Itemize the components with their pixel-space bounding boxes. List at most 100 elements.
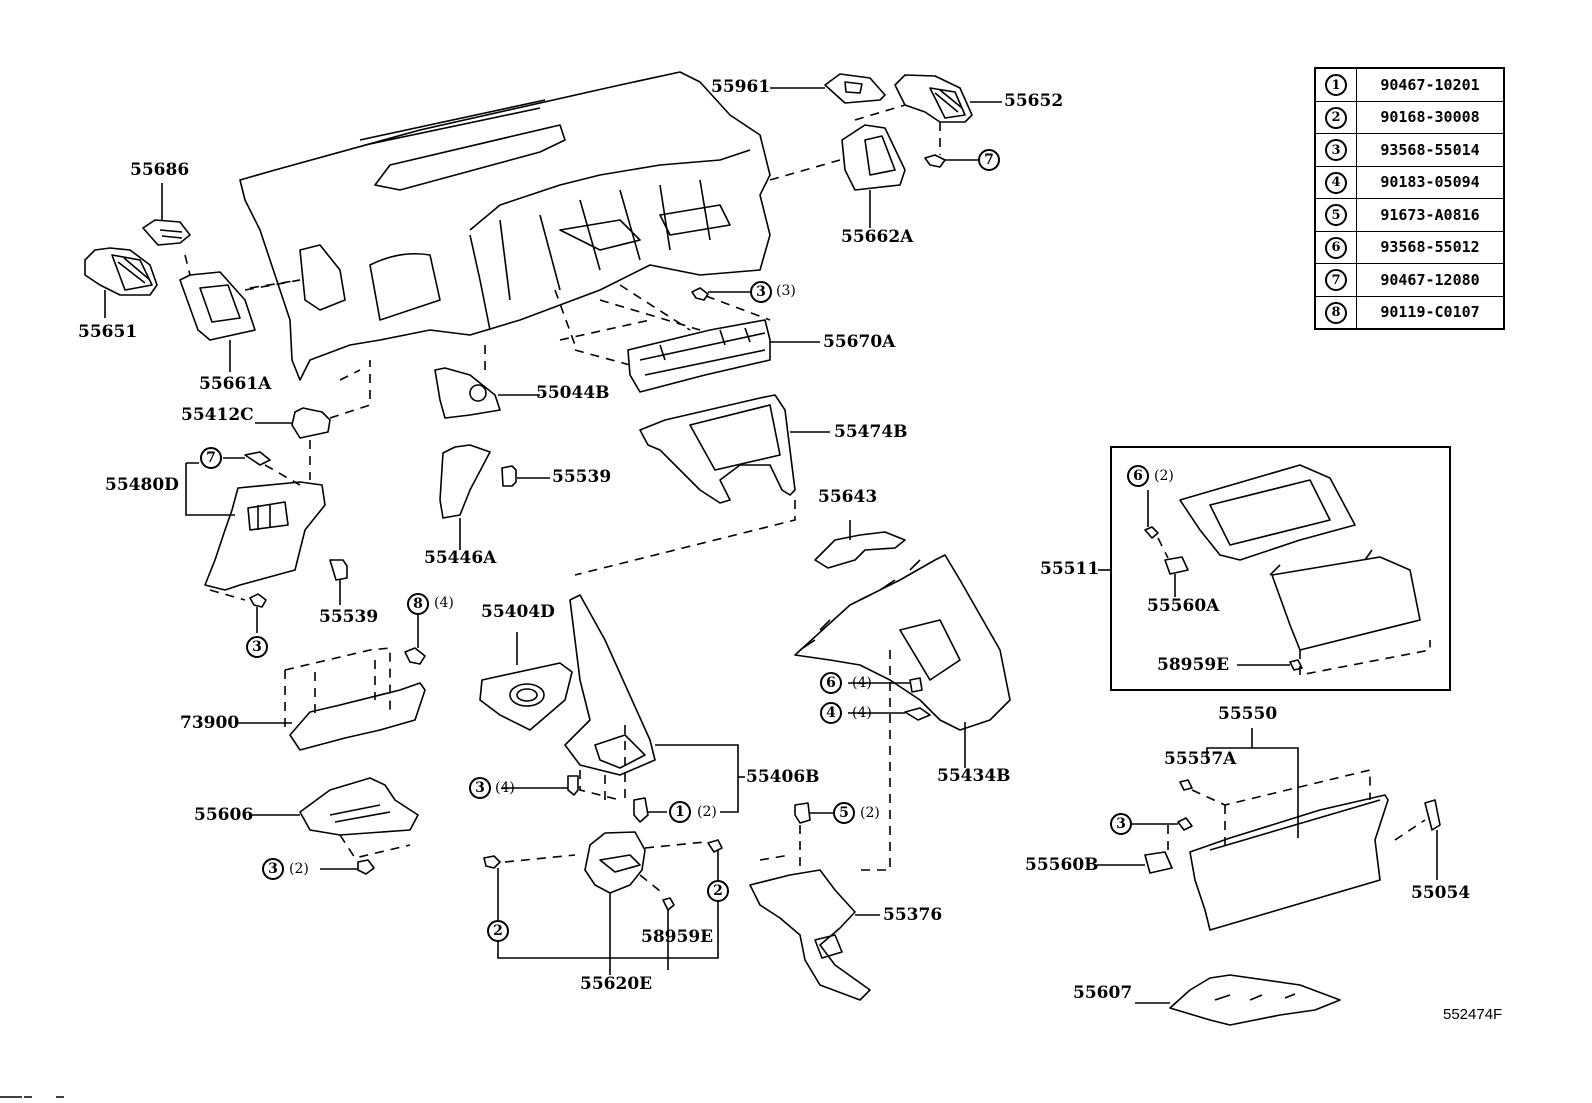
legend-part-number: 90467-10201 <box>1356 67 1505 102</box>
callout-6-mid-qty: (4) <box>852 675 872 691</box>
callout-3-mid-qty: (4) <box>495 780 515 796</box>
callout-3-bot-qty: (2) <box>289 861 309 877</box>
label-55446A: 55446A <box>424 548 497 568</box>
label-55406B: 55406B <box>746 767 820 787</box>
label-55376: 55376 <box>883 905 943 925</box>
legend-part-number: 90119-C0107 <box>1356 295 1505 330</box>
callout-1: 1 <box>669 801 691 823</box>
label-55474B: 55474B <box>834 422 908 442</box>
legend-callout-number: 5 <box>1325 204 1347 226</box>
label-55412C: 55412C <box>181 405 254 425</box>
callout-3-top: 3 <box>750 281 772 303</box>
legend-callout-number: 6 <box>1325 236 1347 259</box>
callout-3-left: 3 <box>246 636 268 658</box>
label-55434B: 55434B <box>937 766 1011 786</box>
part-55550-drawing <box>1097 728 1441 931</box>
callout-6-mid: 6 <box>820 672 842 694</box>
label-55539-b: 55539 <box>319 607 379 627</box>
label-55539-a: 55539 <box>552 467 612 487</box>
label-55480D: 55480D <box>105 475 179 495</box>
callout-2-right: 2 <box>707 880 729 902</box>
label-73900: 73900 <box>180 713 240 733</box>
part-55620E-drawing <box>483 831 723 975</box>
label-55607: 55607 <box>1073 983 1133 1003</box>
part-55446A-drawing <box>439 444 491 519</box>
label-58959E-a: 58959E <box>1157 655 1230 675</box>
callout-3-top-qty: (3) <box>776 283 796 299</box>
part-55406B-drawing <box>502 594 745 823</box>
legend-part-number: 93568-55012 <box>1356 230 1505 264</box>
part-55404D-drawing <box>479 632 573 731</box>
label-55511: 55511 <box>1040 559 1100 579</box>
part-55961-drawing <box>824 73 886 104</box>
callout-4-mid-qty: (4) <box>852 705 872 721</box>
legend-callout-number: 2 <box>1325 106 1347 129</box>
callout-8: 8 <box>407 593 429 615</box>
callout-2-left: 2 <box>487 920 509 942</box>
part-55412C-drawing <box>291 407 331 439</box>
legend-row: 3 93568-55014 <box>1314 133 1505 167</box>
label-58959E-b: 58959E <box>641 927 714 947</box>
legend-part-number: 90467-12080 <box>1356 263 1505 297</box>
part-55643-drawing <box>814 531 906 569</box>
callout-7-left: 7 <box>200 447 222 469</box>
label-55620E: 55620E <box>580 974 653 994</box>
label-55044B: 55044B <box>536 383 610 403</box>
legend-callout-number: 3 <box>1325 139 1347 161</box>
legend-callout-number: 8 <box>1325 301 1347 324</box>
label-55652: 55652 <box>1004 91 1064 111</box>
part-73900-drawing <box>236 615 426 751</box>
label-55606: 55606 <box>194 805 254 825</box>
legend-row: 6 93568-55012 <box>1314 230 1505 264</box>
legend-row: 5 91673-A0816 <box>1314 198 1505 232</box>
label-55404D: 55404D <box>481 602 555 622</box>
label-55560A: 55560A <box>1147 596 1220 616</box>
callout-8-qty: (4) <box>434 595 454 611</box>
part-55539a-drawing <box>501 465 517 487</box>
label-55643: 55643 <box>818 487 878 507</box>
fastener-legend-table: 1 90467-10201 2 90168-30008 3 93568-5501… <box>1314 67 1505 330</box>
label-55560B: 55560B <box>1025 855 1099 875</box>
part-55607-drawing <box>1135 974 1341 1026</box>
callout-5-qty: (2) <box>860 805 880 821</box>
label-55686: 55686 <box>130 160 190 180</box>
part-55670A-drawing <box>559 287 820 393</box>
part-55376-drawing <box>749 802 880 1001</box>
legend-part-number: 91673-A0816 <box>1356 198 1505 232</box>
legend-part-number: 93568-55014 <box>1356 133 1505 167</box>
part-55044B-drawing <box>434 367 501 419</box>
part-left-vents-drawing <box>84 183 301 372</box>
label-55651: 55651 <box>78 322 138 342</box>
part-55539b-drawing <box>329 559 348 581</box>
diagram-reference-code: 552474F <box>1443 1006 1503 1023</box>
callout-7-top: 7 <box>978 149 1000 171</box>
callout-5: 5 <box>833 802 855 824</box>
dashboard-frame-drawing <box>239 71 771 381</box>
legend-row: 1 90467-10201 <box>1314 67 1505 102</box>
label-55670A: 55670A <box>823 332 896 352</box>
part-55434B-drawing <box>794 554 1011 871</box>
legend-callout-number: 7 <box>1325 269 1347 291</box>
callout-6-box-qty: (2) <box>1154 468 1174 484</box>
callout-3-right: 3 <box>1110 813 1132 835</box>
legend-part-number: 90183-05094 <box>1356 165 1505 199</box>
label-55662A: 55662A <box>841 227 914 247</box>
label-55661A: 55661A <box>199 374 272 394</box>
callout-6-box: 6 <box>1127 465 1149 487</box>
part-55652-drawing <box>854 74 1002 168</box>
callout-3-mid: 3 <box>469 777 491 799</box>
callout-1-qty: (2) <box>697 804 717 820</box>
part-55480D-drawing <box>185 451 326 633</box>
callout-3-bot: 3 <box>262 858 284 880</box>
part-55606-drawing <box>252 777 419 875</box>
legend-callout-number: 1 <box>1325 74 1347 96</box>
legend-callout-number: 4 <box>1325 171 1347 194</box>
legend-row: 4 90183-05094 <box>1314 165 1505 199</box>
label-55557A: 55557A <box>1164 749 1237 769</box>
label-55961: 55961 <box>711 77 771 97</box>
legend-row: 7 90467-12080 <box>1314 263 1505 297</box>
part-55511-drawing <box>1098 446 1451 691</box>
part-55474B-drawing <box>574 394 830 576</box>
